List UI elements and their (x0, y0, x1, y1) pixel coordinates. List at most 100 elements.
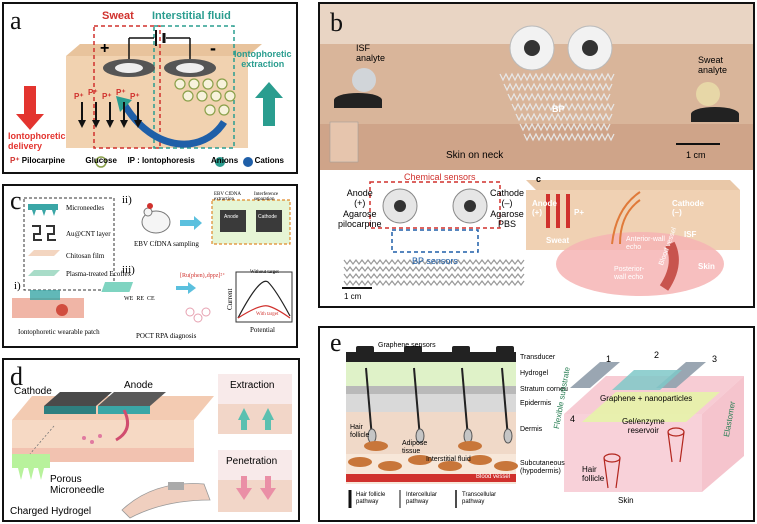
follicle-bulb (415, 428, 425, 444)
flow-arrow-2 (176, 282, 196, 294)
extraction-arrow (263, 96, 275, 126)
legend: P⁺ Pilocarpine Glucose IP : Iontophoresi… (10, 156, 284, 165)
neck-inset (329, 121, 359, 163)
panel-c-diagram (12, 197, 293, 323)
legend-anions: Anions (211, 156, 239, 165)
inset-isf-label: ISF (684, 230, 697, 239)
layer-ecoflex: Plasma-treated Ecoflex (66, 270, 132, 278)
porous-label: Porous Microneedle (50, 474, 105, 496)
down-arrow-head (92, 120, 100, 128)
glucose-marker (218, 104, 230, 116)
pilocarpine-marker: P⁺ (116, 88, 126, 97)
panel-e-label: e (330, 328, 342, 357)
layer-au-cnt-icon (32, 225, 42, 241)
hair-follicle-label: Hair follicle (350, 424, 370, 439)
subcutaneous-label: Subcutaneous (hypodermis) (520, 460, 565, 475)
mouse-icon (141, 210, 171, 234)
inset-anode-label: Anode (+) (532, 199, 557, 217)
interference-label: Interference separation (254, 192, 279, 202)
rpa-label: POCT RPA diagnosis (136, 332, 197, 340)
legend-iontophoresis: IP : Iontophoresis (127, 156, 195, 165)
stratum-layer (346, 386, 516, 394)
patch-label: Iontophoretic wearable patch (18, 328, 100, 336)
delivery-arrow (24, 86, 36, 116)
glucose-markers (174, 78, 236, 116)
sweat-label: Sweat (102, 10, 134, 22)
cathode-label: Cathode (–) Agarose PBS (490, 188, 525, 230)
inset-anterior-label: Anterior-wall echo (626, 236, 665, 251)
patch-skin (12, 298, 84, 318)
flow-arrow-1 (180, 216, 202, 230)
extraction-label: Iontophoretic extraction (234, 49, 292, 69)
curve-with-target (237, 305, 291, 319)
adipose-cell (364, 441, 388, 451)
graphene-sensor-caps (356, 346, 514, 354)
panel-b: b ISF analyte Sweat analyte BP Skin on n… (318, 2, 755, 308)
current-axis-label: Current (226, 288, 234, 310)
stratum-label: Stratum corneu (520, 386, 568, 393)
panel-d-diagram (12, 374, 292, 519)
serpentine-trace (507, 92, 611, 102)
bp-sensors-box (391, 229, 479, 253)
panel-a: a Sweat Interstitial fluid + - Iontophor… (2, 2, 298, 174)
skin-on-neck-label: Skin on neck (446, 150, 504, 161)
hydrogel-block (12, 454, 50, 468)
serpentine-trace (515, 112, 613, 122)
plus-sign: + (100, 40, 110, 57)
num-1: 1 (606, 354, 612, 364)
num-4: 4 (570, 414, 576, 424)
glucose-marker (224, 90, 236, 102)
graphene-sensors-label: Graphene sensors (378, 342, 436, 349)
step-ii: ii) (122, 194, 132, 206)
adipose-cell (438, 461, 462, 471)
curve-without-target (237, 280, 291, 319)
pilocarpine-marker: P⁺ (130, 92, 140, 101)
anion-legend-icon (215, 157, 225, 167)
layer-microneedles-icon (28, 204, 58, 210)
extraction-label-d: Extraction (230, 380, 275, 391)
legend-pilocarpine: Pilocarpine (21, 156, 65, 165)
serpentine-trace (503, 82, 613, 92)
serpentine-trace (343, 259, 525, 265)
graphene-sensor (452, 346, 470, 354)
arm-illustration (121, 483, 211, 519)
path1-label: Hair follicle pathway (356, 492, 386, 505)
serpentine-trace (523, 132, 615, 142)
cathode-pad (44, 392, 112, 406)
delivery-label: Iontophoretic delivery (8, 131, 66, 151)
down-arrows (78, 102, 142, 128)
panel-e: e Graphene sensors Transducer Hydrogel S… (318, 326, 755, 522)
panel-b-label: b (330, 8, 343, 37)
gel-reservoir-label: Gel/enzyme reservoir (622, 417, 665, 435)
glucose-marker (188, 78, 200, 90)
graphene-np-label: Graphene + nanoparticles (600, 394, 693, 403)
electrode-labels: WE RE CE (124, 296, 155, 302)
glucose-marker (210, 90, 222, 102)
graphene-sensor (404, 346, 422, 354)
adipose-cell (408, 455, 432, 465)
gel-reservoir (582, 392, 720, 422)
hair-shaft (501, 367, 509, 439)
skin-label-e: Skin (618, 496, 634, 505)
scale-label: 1 cm (686, 150, 706, 160)
transducer-label: Transducer (520, 354, 556, 361)
dermis-label: Dermis (520, 426, 543, 433)
serpentine-interconnects (499, 72, 615, 142)
scale-label-2: 1 cm (344, 292, 362, 301)
bp-sensor-interconnects (343, 259, 525, 286)
epidermis-label: Epidermis (520, 400, 552, 407)
num-2: 2 (654, 350, 660, 360)
isf-box (153, 25, 235, 149)
inset-cathode-label: Cathode (–) (672, 199, 704, 217)
blood-vessel (346, 474, 516, 482)
adipose-cell (468, 455, 492, 465)
chip-anode: Anode (224, 214, 239, 220)
layer-microneedles: Microneedles (66, 204, 105, 212)
electrode-1 (570, 362, 620, 388)
adipose-cell (348, 457, 372, 467)
legend-p-symbol: P⁺ (10, 156, 20, 165)
serpentine-trace (519, 122, 611, 132)
potential-axis-label: Potential (250, 326, 275, 334)
pilocarpine-marker: P⁺ (88, 88, 98, 97)
hair-shaft (461, 367, 469, 439)
